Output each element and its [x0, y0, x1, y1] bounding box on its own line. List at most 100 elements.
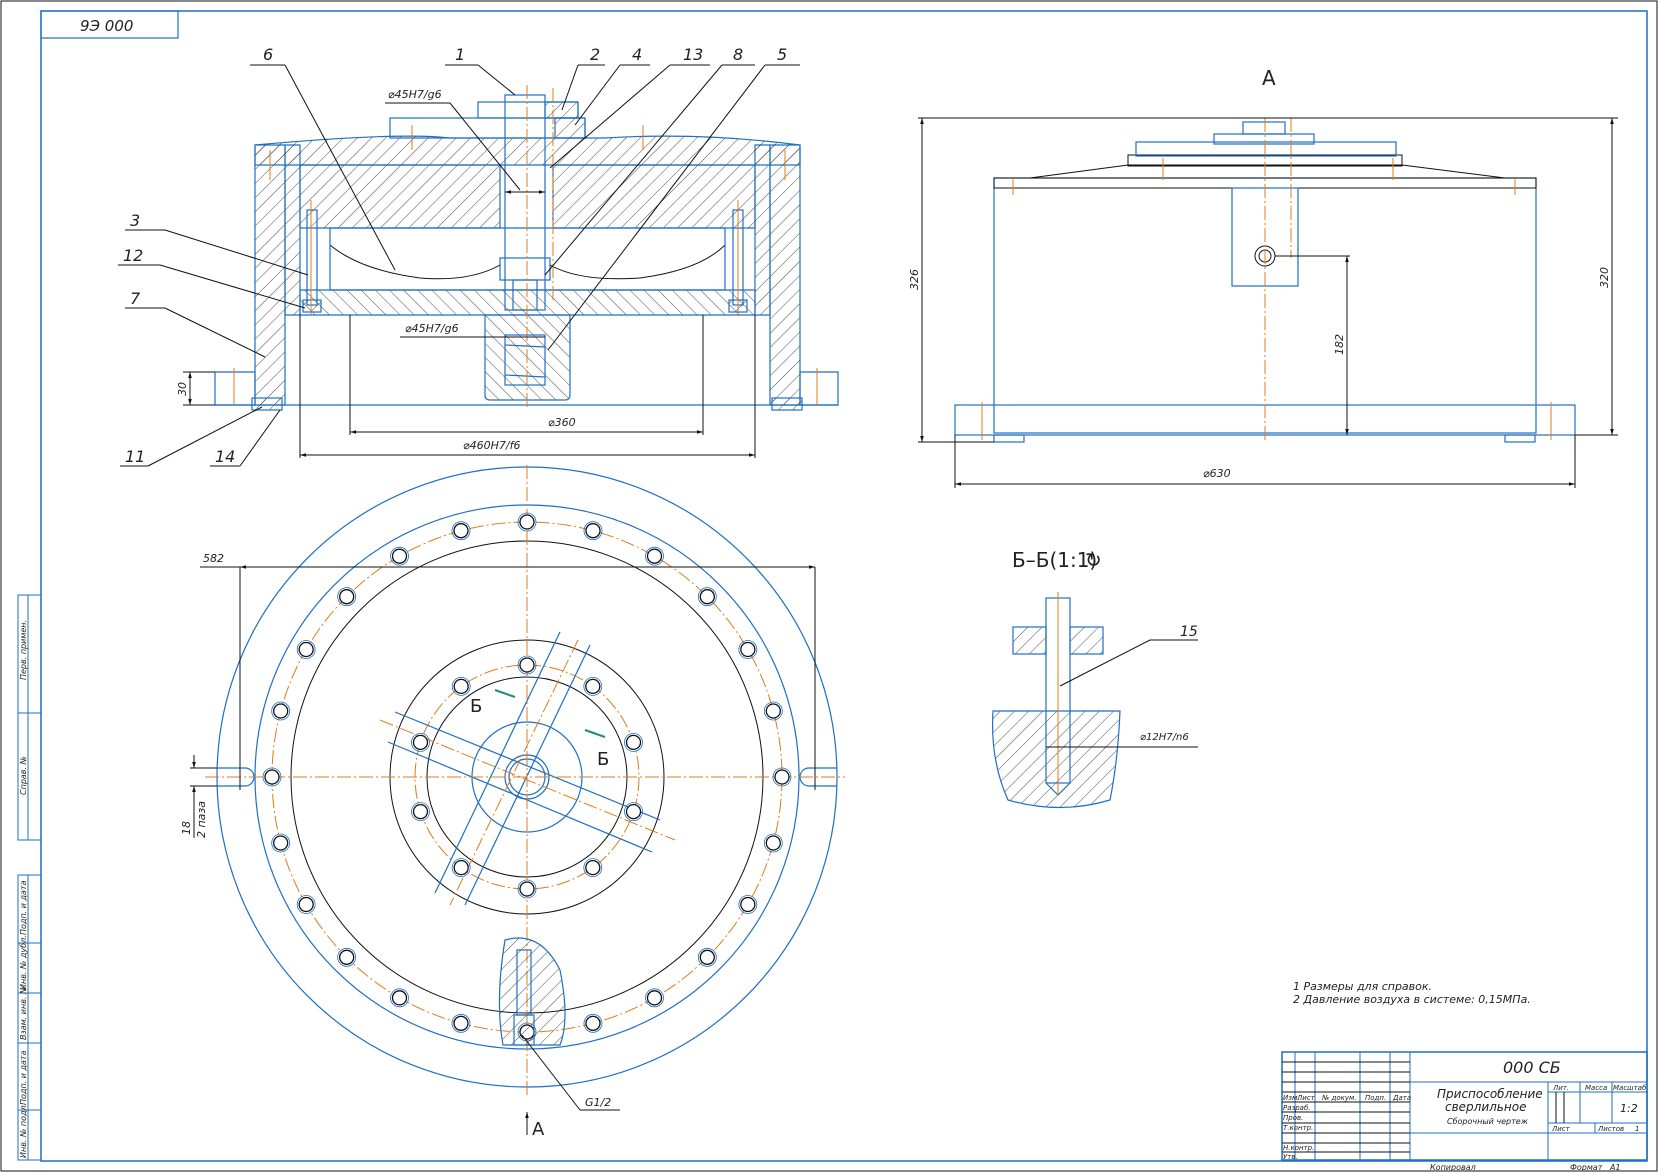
bolt-hole [412, 734, 429, 751]
stamp-podp-data-1: Подп. и дата [19, 880, 28, 935]
title-line-2: сверлильное [1445, 1100, 1526, 1114]
designation: 000 СБ [1503, 1058, 1561, 1077]
bolt-hole [412, 803, 429, 820]
bolt-hole-outline [337, 587, 357, 607]
leader-2: 2 [590, 45, 600, 64]
lit-label: Лит. [1552, 1084, 1569, 1092]
bolt-hole-outline [738, 895, 758, 914]
view-a-label: А [1262, 66, 1276, 90]
bolt-hole-outline [411, 732, 430, 752]
bolt-hole-outline [390, 988, 409, 1008]
bolt-hole-outline [763, 701, 783, 721]
dim-d360: ⌀360 [548, 416, 576, 429]
bolt-hole-outline [624, 732, 643, 752]
bolt-hole-outline [583, 521, 603, 541]
hdr-podp: Подп. [1365, 1094, 1386, 1102]
leader-8: 8 [733, 45, 743, 64]
bolt-hole [585, 523, 601, 539]
scale-value: 1:2 [1620, 1102, 1638, 1115]
dim-320: 320 [1598, 267, 1611, 288]
leader-14: 14 [215, 447, 235, 466]
format-value: А1 [1609, 1163, 1621, 1172]
bolt-hole-outline [451, 521, 471, 541]
bolt-hole [699, 949, 715, 965]
bolt-hole-outline [296, 895, 316, 914]
bolt-hole-outline [517, 512, 537, 532]
dim-30: 30 [176, 382, 189, 396]
bolt-hole-outline [772, 767, 792, 787]
note-2: 2 Давление воздуха в системе: 0,15МПа. [1293, 993, 1531, 1006]
section-view [214, 85, 839, 411]
bolt-hole-outline [583, 858, 603, 878]
bolt-hole-outline [697, 947, 717, 967]
dim-d630: ⌀630 [1203, 467, 1231, 480]
section-dimensions: ⌀45H7/g6 ⌀45H7/g6 30 ⌀360 ⌀460H7/f6 [176, 88, 756, 458]
dim-326: 326 [908, 269, 921, 290]
leader-7: 7 [130, 289, 141, 308]
scale-label: Масштаб [1613, 1084, 1647, 1092]
bolt-hole [699, 589, 715, 605]
leader-1: 1 [455, 45, 465, 64]
plan-view: G1/2 А Б Б 582 18 2 паза [180, 465, 845, 1140]
inner-frame [40, 10, 1648, 1162]
bolt-hole [453, 1015, 469, 1031]
bolt-hole [339, 589, 355, 605]
role-prov: Пров. [1283, 1114, 1303, 1122]
view-arrow-a: А [532, 1119, 545, 1140]
bolt-hole-outline [583, 1013, 603, 1033]
title-block: Изм. Лист № докум. Подп. Дата Разраб. Пр… [1281, 1051, 1648, 1172]
bolt-hole [765, 703, 781, 719]
fit-d12: ⌀12H7/n6 [1140, 732, 1189, 743]
bolt-hole-outline [517, 655, 537, 675]
section-leaders: 6 1 2 4 13 8 5 3 12 7 11 14 [118, 45, 800, 467]
bolt-hole-outline [763, 833, 783, 853]
bolt-hole [585, 859, 601, 876]
sheets-value: 1 [1635, 1125, 1639, 1133]
bolt-hole-outline [697, 587, 717, 607]
title-line-1: Приспособление [1437, 1087, 1543, 1101]
bolt-hole-outline [337, 947, 357, 967]
bolt-hole-outline [645, 988, 664, 1008]
doc-type: Сборочный чертеж [1447, 1117, 1529, 1126]
bolt-hole-outline [262, 767, 282, 787]
bolt-hole [646, 990, 663, 1006]
bolt-hole [453, 678, 469, 695]
bolt-hole-outline [517, 879, 537, 899]
leader-13: 13 [683, 45, 703, 64]
bolt-hole [453, 523, 469, 539]
inner-bolt-holes [411, 655, 643, 899]
leader-4: 4 [632, 45, 642, 64]
copied-label: Копировал [1430, 1163, 1476, 1172]
dim-d460: ⌀460H7/f6 [463, 439, 520, 452]
bolt-hole-outline [271, 833, 291, 853]
bolt-hole-outline [624, 802, 643, 822]
leader-12: 12 [123, 246, 143, 265]
code-stamp-box [40, 10, 179, 39]
leader-11: 11 [125, 447, 145, 466]
bolt-hole [391, 990, 408, 1006]
leader-6: 6 [263, 45, 273, 64]
bolt-hole [298, 641, 314, 658]
bolt-hole-outline [390, 546, 409, 566]
bolt-hole [585, 678, 601, 695]
spokes [387, 631, 661, 906]
bolt-hole [519, 657, 535, 673]
hdr-izm: Изм. [1283, 1094, 1299, 1102]
bolt-hole [391, 548, 408, 564]
bolt-hole-outline [645, 546, 664, 566]
bolt-hole-outline [411, 802, 430, 822]
bolt-hole [339, 949, 355, 965]
role-tkontr: Т.контр. [1283, 1124, 1313, 1132]
bolt-hole-outline [451, 1013, 471, 1033]
note-1: 1 Размеры для справок. [1293, 980, 1432, 993]
bolt-hole-outline [296, 640, 316, 659]
bolt-hole [765, 835, 781, 851]
view-a: А 326 320 182 ⌀630 [908, 66, 1618, 488]
stamp-inv-dubl: Инв. № дубл. [19, 935, 28, 990]
bolt-hole-outline [451, 858, 471, 878]
bolt-hole [273, 835, 289, 851]
leader-3: 3 [130, 211, 140, 230]
bolt-hole [625, 803, 642, 820]
dim-18: 18 [180, 821, 193, 835]
stamp-perv-primen: Перв. примен. [19, 620, 28, 680]
